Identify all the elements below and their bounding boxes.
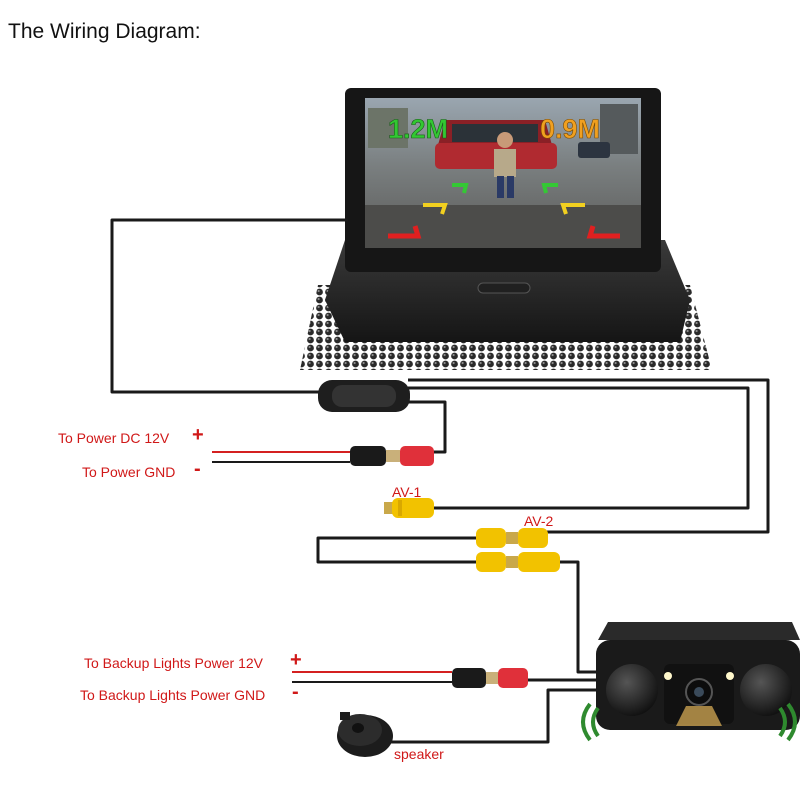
label-backup-gnd: To Backup Lights Power GND: [80, 687, 266, 703]
label-speaker: speaker: [394, 746, 444, 762]
distance-left-readout: 1.2M: [388, 114, 448, 144]
label-backup-power: To Backup Lights Power 12V: [84, 655, 263, 671]
distance-right-readout: 0.9M: [540, 114, 600, 144]
label-av1: AV-1: [392, 484, 422, 500]
red-wires: [212, 451, 452, 673]
backup-camera-sensor: [581, 622, 800, 742]
power-connector: [350, 446, 434, 466]
plus-sign-power: +: [192, 424, 204, 446]
av2-rca-plugs: [476, 528, 560, 572]
av1-rca-plug: [384, 498, 434, 518]
minus-sign-power: -: [194, 458, 201, 480]
plus-sign-backup: +: [290, 649, 302, 671]
black-wires: [110, 218, 770, 744]
backup-power-connector: [452, 668, 528, 688]
label-power-gnd: To Power GND: [82, 464, 176, 480]
monitor: 1.2M 0.9M: [345, 88, 661, 272]
monitor-control-box: [318, 380, 410, 412]
diagram-title: The Wiring Diagram:: [8, 20, 201, 43]
speaker-buzzer: [337, 712, 393, 757]
label-power-dc: To Power DC 12V: [58, 430, 170, 446]
minus-sign-backup: -: [292, 681, 299, 703]
label-av2: AV-2: [524, 513, 554, 529]
